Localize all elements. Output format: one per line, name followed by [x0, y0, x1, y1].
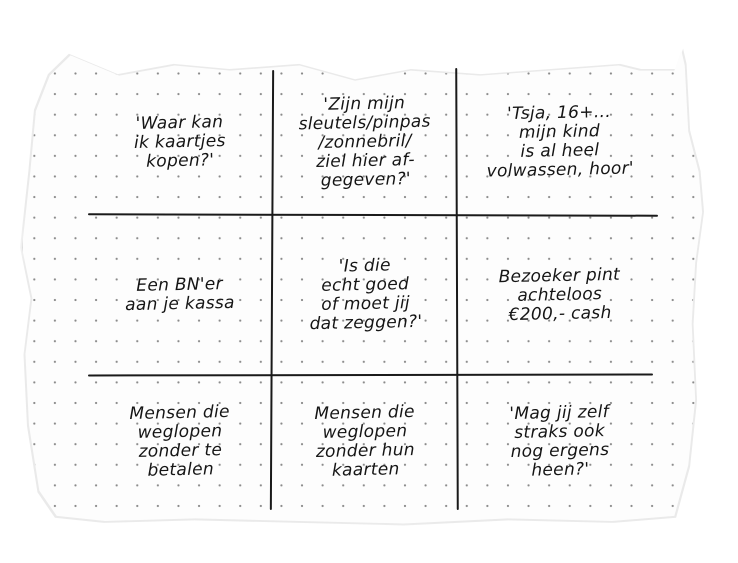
bingo-cell-r3c2: Mensen die weglopen zonder hun kaarten	[274, 378, 456, 506]
bingo-cell-text: 'Is die echt goed of moet jij dat zeggen…	[308, 255, 423, 335]
bingo-cell-r1c2: 'Zijn mijn sleutels/pinpas /zonnebril/ z…	[274, 72, 456, 212]
bingo-cell-text: Bezoeker pint achteloos €200,- cash	[498, 264, 621, 325]
bingo-cell-text: 'Tsja, 16+... mijn kind is al heel volwa…	[486, 101, 635, 182]
bingo-cell-r3c3: 'Mag jij zelf straks ook nog ergens heen…	[460, 378, 660, 506]
bingo-cell-r2c1: Een BN'er aan je kassa	[90, 218, 270, 372]
bingo-cell-r1c3: 'Tsja, 16+... mijn kind is al heel volwa…	[460, 72, 660, 212]
bingo-cell-text: Een BN'er aan je kassa	[125, 274, 236, 316]
bingo-cell-r2c3: Bezoeker pint achteloos €200,- cash	[460, 218, 660, 372]
bingo-cell-text: 'Waar kan ik kaartjes kopen?'	[133, 111, 227, 172]
bingo-cell-text: Mensen die weglopen zonder hun kaarten	[314, 401, 415, 481]
torn-dot-grid-paper	[22, 50, 703, 524]
bingo-cell-text: 'Zijn mijn sleutels/pinpas /zonnebril/ z…	[298, 92, 431, 191]
bingo-cell-r2c2: 'Is die echt goed of moet jij dat zeggen…	[274, 218, 456, 372]
bingo-cell-text: 'Mag jij zelf straks ook nog ergens heen…	[509, 401, 610, 481]
bingo-cell-r1c1: 'Waar kan ik kaartjes kopen?'	[90, 72, 270, 212]
bingo-cell-text: Mensen die weglopen zonder te betalen	[129, 401, 230, 481]
bingo-cell-r3c1: Mensen die weglopen zonder te betalen	[90, 378, 270, 506]
